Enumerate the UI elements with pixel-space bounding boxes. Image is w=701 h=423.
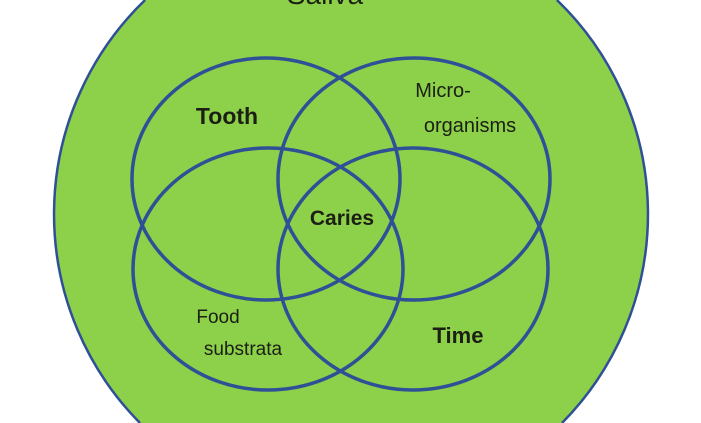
microorganisms-label-line1: Micro- <box>415 80 471 102</box>
tooth-label: Tooth <box>196 103 258 129</box>
time-ellipse <box>276 146 550 392</box>
food-label-line1: Food <box>196 307 239 328</box>
saliva-label: Saliva <box>287 0 364 10</box>
time-label: Time <box>433 323 484 348</box>
saliva-circle-fill <box>54 0 648 423</box>
tooth-ellipse <box>130 56 402 302</box>
microorganisms-ellipse <box>276 56 552 302</box>
saliva-circle <box>52 0 650 423</box>
saliva-circle-outline-left <box>52 0 146 423</box>
food-substrata-ellipse <box>131 146 405 392</box>
microorganisms-label-line2: organisms <box>424 115 516 137</box>
food-label-line2: substrata <box>204 339 283 360</box>
saliva-circle-outline-right <box>556 0 650 423</box>
caries-label: Caries <box>310 207 374 230</box>
